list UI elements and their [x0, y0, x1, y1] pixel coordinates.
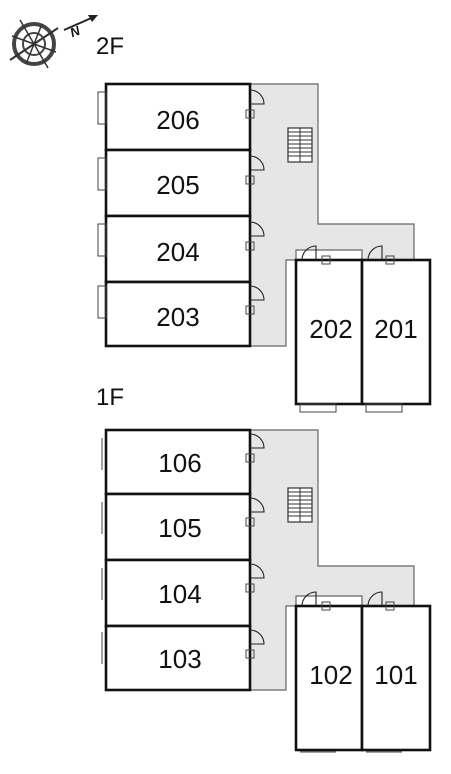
- room-202: 202: [294, 245, 364, 413]
- room-label: 106: [158, 448, 201, 478]
- room-203: 203: [97, 280, 265, 348]
- room-104: 104: [101, 558, 265, 628]
- room-label: 206: [156, 105, 199, 135]
- room-105: 105: [101, 492, 265, 562]
- room-label: 205: [156, 170, 199, 200]
- room-106: 106: [101, 428, 265, 496]
- room-label: 201: [374, 314, 417, 344]
- staircase-icon-1f: [287, 487, 313, 523]
- compass-icon: [9, 15, 98, 69]
- room-label: 203: [156, 302, 199, 332]
- room-label: 204: [156, 237, 199, 267]
- room-201: 201: [360, 245, 432, 413]
- room-label: 102: [309, 660, 352, 690]
- room-101: 101: [360, 591, 432, 753]
- staircase-icon-2f: [287, 127, 313, 163]
- compass-north-label: N: [68, 23, 83, 41]
- room-206: 206: [97, 82, 265, 152]
- room-204: 204: [97, 214, 265, 284]
- room-103: 103: [101, 624, 265, 692]
- room-label: 105: [158, 513, 201, 543]
- room-label: 103: [158, 644, 201, 674]
- room-205: 205: [97, 148, 265, 218]
- floor-label-2f: 2F: [96, 33, 124, 60]
- floor-label-1f: 1F: [96, 384, 124, 411]
- room-label: 202: [309, 314, 352, 344]
- room-label: 104: [158, 579, 201, 609]
- room-label: 101: [374, 660, 417, 690]
- room-102: 102: [294, 591, 364, 753]
